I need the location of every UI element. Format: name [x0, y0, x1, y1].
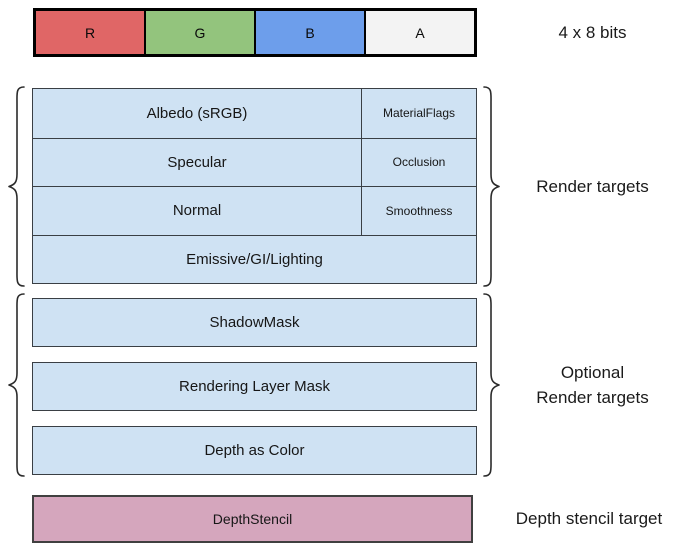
depth-stencil-box: DepthStencil: [32, 495, 473, 543]
render-targets-label: Render targets: [536, 176, 649, 196]
brace-right-icon: [483, 293, 500, 477]
render-target-materialflags: MaterialFlags: [361, 89, 476, 138]
channel-b-cell: B: [254, 11, 364, 54]
optional-render-targets-label: Optional Render targets: [495, 292, 690, 478]
optional-label-line2: Render targets: [536, 388, 649, 407]
rgba-strip: R G B A: [33, 8, 477, 57]
optional-target-shadowmask: ShadowMask: [32, 298, 477, 347]
render-target-albedo: Albedo (sRGB): [146, 104, 248, 122]
depth-stencil-label: Depth stencil target: [515, 509, 663, 529]
brace-right-icon: [483, 86, 500, 287]
render-target-emissive: Emissive/GI/Lighting: [33, 234, 476, 284]
render-target-normal: Normal: [33, 186, 361, 235]
brace-left-icon: [8, 86, 25, 287]
render-target-smoothness: Smoothness: [361, 186, 476, 235]
bits-label: 4 x 8 bits: [558, 22, 627, 42]
render-target-occlusion: Occlusion: [361, 137, 476, 186]
brace-left-icon: [8, 293, 25, 477]
channel-a-cell: A: [364, 11, 474, 54]
channel-g-cell: G: [144, 11, 254, 54]
channel-r-cell: R: [36, 11, 144, 54]
optional-target-rendering-layer-mask: Rendering Layer Mask: [32, 362, 477, 411]
optional-label-line1: Optional: [560, 362, 625, 382]
render-target-specular: Specular: [33, 137, 361, 187]
render-targets-table: Albedo (sRGB) MaterialFlags Specular Occ…: [32, 88, 477, 284]
optional-target-depth-as-color: Depth as Color: [32, 426, 477, 475]
